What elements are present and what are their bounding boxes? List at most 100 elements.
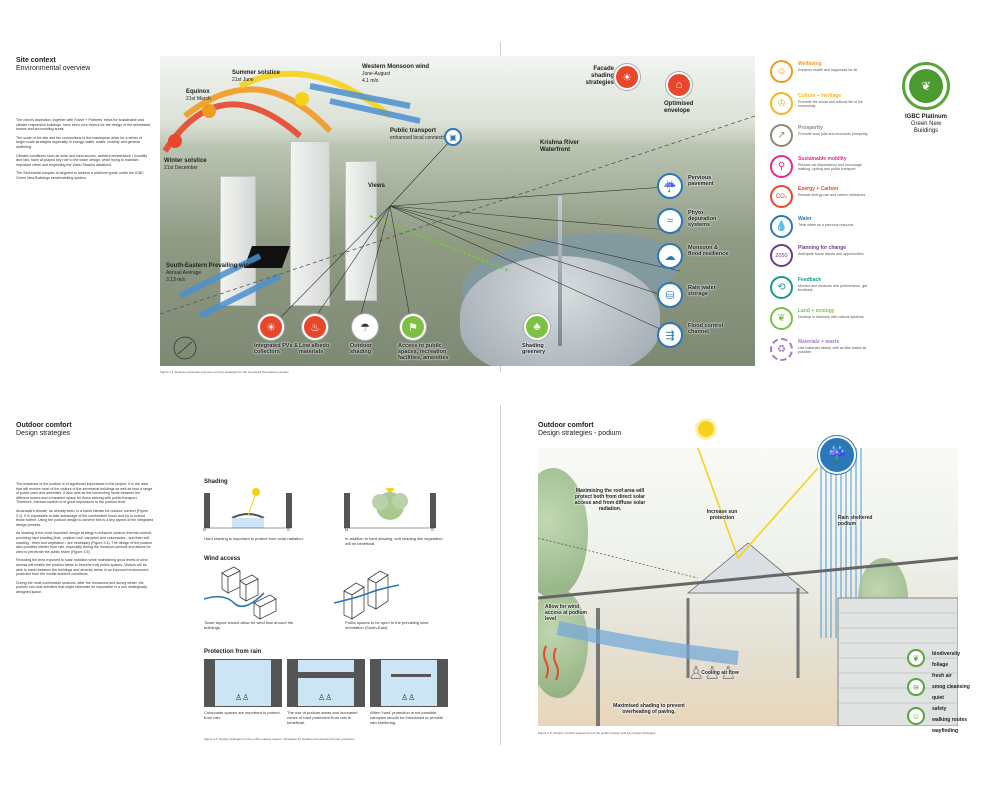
arrows-overlay [160, 70, 755, 360]
tower-2 [290, 141, 330, 306]
p3-subtitle: Design strategies [16, 430, 71, 437]
mobility-icon: ⚲ [770, 155, 793, 178]
cooling-annotation: Cooling air flow [701, 670, 739, 676]
pv-collectors-icon: ☀ [258, 314, 284, 340]
p4-title: Outdoor comfort [538, 422, 594, 429]
monsoon-flood-icon: ☁ [657, 243, 683, 269]
safety-icon: ☺ [907, 707, 925, 725]
benefit-item: biodiversity [932, 651, 961, 657]
people-icon: ♙♙ [235, 693, 250, 702]
paving-annotation: Maximised shading to prevent overheating… [613, 703, 685, 715]
se-wind-1 [198, 273, 282, 319]
page-divider-bottom [500, 405, 501, 745]
winter-arc [162, 101, 302, 153]
green-link [369, 215, 511, 272]
p1-para: The client's aspiration, together with F… [16, 118, 151, 132]
legend-item-mobility: ⚲ Sustainable mobility Reduce car depend… [770, 155, 870, 185]
p1-subtitle: Environmental overview [16, 65, 91, 72]
p1-title: Site context [16, 57, 56, 64]
summer-arc [238, 70, 392, 119]
south-label: S [287, 527, 290, 532]
biodiversity-icon: ❦ [907, 649, 925, 667]
low-albedo-label: Low albedo materials [299, 343, 330, 355]
south-label-2: S [431, 527, 434, 532]
pervious-pavement-label: Pervious pavement [688, 175, 714, 187]
carbon-icon: CO₂ [770, 185, 793, 208]
rain-diagram-3: ♙♙ [370, 659, 448, 707]
krishna-label: Krishna River Waterfront [540, 140, 580, 153]
sun-icon [698, 421, 714, 437]
monsoon-wind-2 [329, 98, 421, 124]
podium-render: ♙♙♙ [538, 448, 958, 726]
se-wind-2 [178, 253, 262, 299]
wellbeing-icon: ☺ [770, 60, 793, 83]
legend-item-energy: CO₂ Energy + Carbon Reduce energy use an… [770, 185, 870, 215]
outdoor-shading-label: Outdoor shading [350, 343, 372, 355]
shading-title: Shading [204, 479, 228, 485]
optimised-label: Optimised envelope [664, 101, 694, 114]
shading-greenery-label: Shading greenery [522, 343, 546, 355]
equinox-sun-icon [202, 104, 216, 118]
tree-left-2 [538, 588, 588, 698]
people-icon: ♙♙♙ [688, 663, 737, 683]
water-drop-icon: 💧 [770, 215, 793, 238]
p1-para: The scale of the site and the connection… [16, 135, 143, 149]
feedback-icon: ⟲ [770, 276, 793, 299]
wind-diagrams [204, 566, 400, 620]
benefit-item: walking routes [932, 717, 968, 723]
north-label-2: N [345, 527, 348, 532]
shading-diagrams [204, 488, 436, 529]
benefit-item: smog cleansing [932, 684, 970, 690]
p4-subtitle: Design strategies - podium [538, 430, 622, 437]
p3-body: The existence of the podium is of signif… [16, 482, 154, 594]
rain-caption-3: When 'hard' protection is not possible, … [370, 710, 443, 725]
tower-3 [345, 161, 377, 301]
shading-greenery-icon: ♣ [524, 314, 550, 340]
facade-label: Facade shading strategies [585, 66, 614, 86]
culture-icon: ♔ [770, 92, 793, 115]
rain-diagram-1: ♙♙ [204, 659, 282, 707]
summer-sun-icon [295, 92, 309, 106]
monsoon-flood-label: Monsoon & flood resilience [688, 245, 729, 257]
public-spaces-label: Access to public spaces, recreation faci… [398, 343, 449, 361]
wind-caption-1: Tower layout should allow for wind flow … [204, 620, 294, 630]
benefit-item: fresh air [932, 673, 952, 679]
flood-channel-label: Flood control channel [688, 323, 724, 335]
calendar-2050-icon: 2050 [770, 244, 793, 267]
benefit-item: foliage [932, 662, 949, 668]
flood-channel-icon: ⇶ [657, 322, 683, 348]
legend-item-wellbeing: ☺ Wellbeing Enhance health and happiness… [770, 60, 870, 90]
assembly-spire [558, 196, 562, 346]
p1-para: The Secretariat complex is targeted to a… [16, 171, 144, 180]
north-compass [173, 336, 197, 360]
rain-cloud-icon: ☔ [818, 436, 856, 474]
legend-item-water: 💧 Water Treat water as a precious resour… [770, 215, 870, 245]
p1-para: Climatic conditions such as solar and wi… [16, 153, 148, 167]
fresh-air-icon: ≋ [907, 678, 925, 696]
recycle-icon: ♻ [770, 338, 793, 361]
views-label: Views [368, 183, 385, 189]
p1-caption: Figure 1.1: Environmental site overview … [160, 370, 290, 374]
benefit-item: quiet [932, 695, 944, 701]
bus-icon: ▣ [444, 128, 462, 146]
rain-caption-2: The use of podium areas and increased zo… [287, 710, 358, 725]
people-icon: ♙♙ [401, 693, 416, 702]
igbc-badge: ❦ [902, 62, 950, 110]
equinox-arc [183, 86, 333, 134]
rain-title: Protection from rain [204, 649, 262, 655]
roof-annotation: Maximising the roof area will protect bo… [574, 488, 646, 512]
sun-annotation: Increase sun protection [706, 509, 738, 521]
wind-annotation: Allow for wind access at podium level [545, 604, 587, 622]
phyto-depuration-label: Phyto-depuration systems [688, 210, 717, 228]
rain-diagram-2: ♙♙ [287, 659, 365, 707]
igbc-text: IGBC Platinum Green New Buildings [904, 114, 947, 134]
pervious-pavement-icon: ☔ [657, 173, 683, 199]
leaf-icon: ❦ [909, 69, 943, 103]
legend-item-planning: 2050 Planning for change Anticipate futu… [770, 244, 870, 274]
p1-body: The client's aspiration, together with F… [16, 118, 151, 185]
